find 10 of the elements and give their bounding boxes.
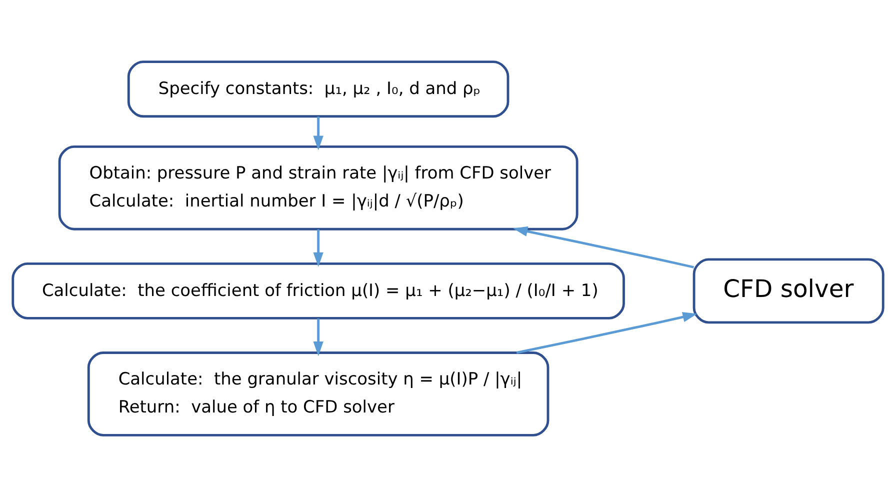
arrow [516, 312, 698, 354]
arrow [313, 229, 324, 267]
arrow [313, 116, 324, 150]
node-box: Calculate: the coefficient of friction μ(I) = μ₁ + (μ₂−μ₁) / (I₀/I + 1) [12, 262, 625, 320]
arrow [313, 318, 324, 356]
arrow [513, 226, 694, 268]
node-box: CFD solver [692, 258, 884, 324]
node-box: Calculate: the granular viscosity η = μ(I)P / |γᵢⱼ| Return: value of η to CFD solver [87, 352, 550, 436]
node-box: Specify constants: μ₁, μ₂ , I₀, d and ρₚ [127, 60, 510, 118]
node-box: Obtain: pressure P and strain rate |γᵢⱼ| from CFD solver Calculate: inertial number I = |γᵢⱼ|d / √(P/ρₚ) [58, 145, 578, 230]
